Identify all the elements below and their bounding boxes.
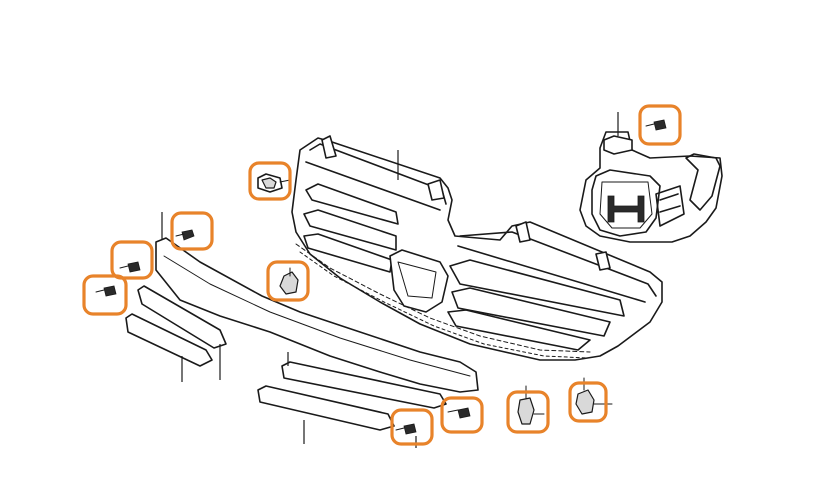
clip-fastener-4: [575, 377, 613, 415]
screw-fastener-5: [447, 407, 471, 419]
highlight-box[interactable]: [266, 260, 310, 302]
clip-fastener-1: [257, 173, 291, 193]
highlight-box[interactable]: [638, 104, 682, 146]
screw-fastener-3: [95, 285, 117, 297]
screw-fastener-4: [395, 423, 417, 435]
screw-fastener-2: [119, 261, 141, 273]
clip-fastener-3: [517, 385, 545, 425]
highlight-box[interactable]: [568, 381, 608, 423]
grille-lower-molding: [155, 237, 479, 393]
highlight-box[interactable]: [170, 211, 214, 251]
highlight-box[interactable]: [248, 161, 292, 201]
highlight-box[interactable]: [440, 396, 484, 434]
lower-garnish-center: [257, 361, 447, 431]
highlight-box[interactable]: [82, 274, 128, 316]
fastener-highlights: [82, 104, 682, 446]
lower-garnish-left: [125, 285, 227, 367]
highlight-box[interactable]: [506, 390, 550, 434]
screw-fastener-6: [645, 119, 667, 131]
highlight-box[interactable]: [110, 240, 154, 280]
emblem: [607, 195, 645, 223]
screw-fastener-1: [175, 229, 195, 241]
emblem-assembly: [579, 131, 723, 243]
highlight-box[interactable]: [390, 408, 434, 446]
clip-fastener-2: [279, 267, 299, 295]
front-grille: [291, 135, 663, 361]
